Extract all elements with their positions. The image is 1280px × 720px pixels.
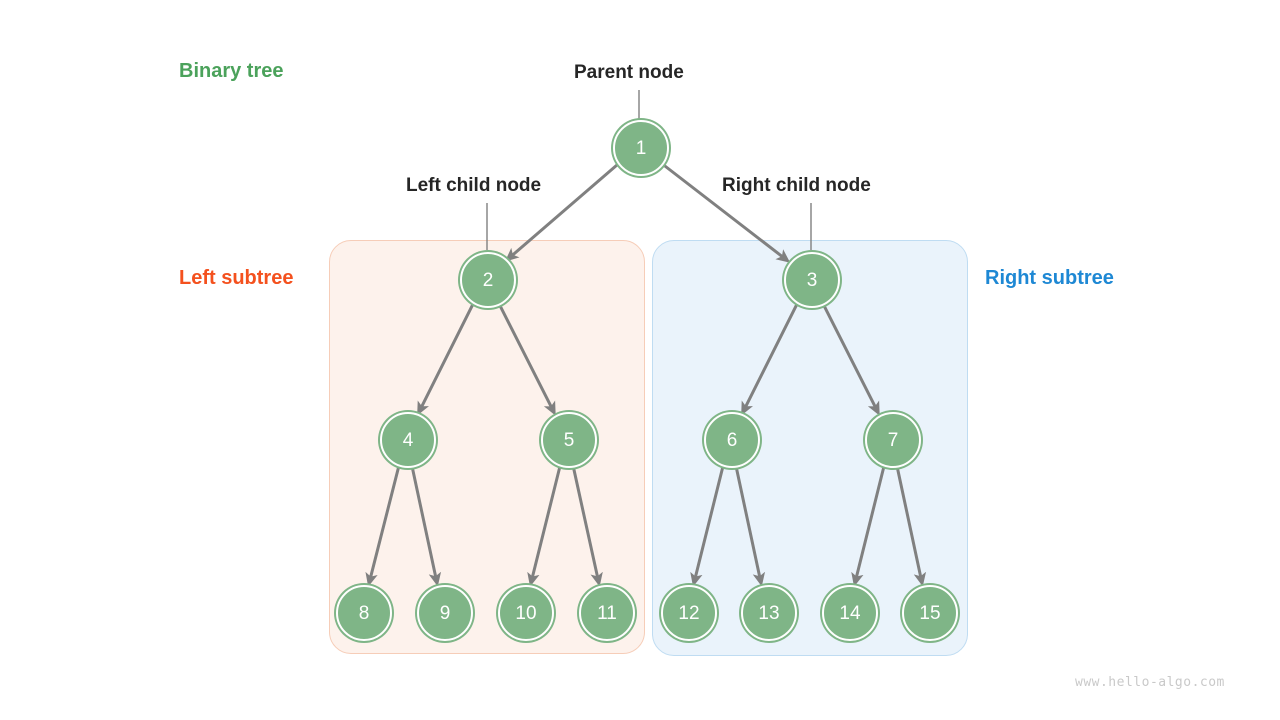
tree-node-14[interactable]: 14 [822,585,878,641]
tree-node-label: 12 [678,602,700,624]
tree-edge [365,462,401,587]
callout-parent-node: Parent node [574,62,684,83]
tree-node-label: 7 [887,429,899,451]
watermark: www.hello-algo.com [1075,675,1225,690]
tree-edge [851,462,886,587]
tree-edge [496,300,556,416]
tree-node-label: 11 [597,602,617,624]
tree-node-8[interactable]: 8 [336,585,392,641]
tree-node-12[interactable]: 12 [661,585,717,641]
tree-node-13[interactable]: 13 [741,585,797,641]
tree-edge [504,162,621,262]
callout-right-child-node: Right child node [722,175,871,196]
tree-edge [410,462,442,587]
tree-node-label: 3 [806,269,818,291]
tree-edge [741,300,800,416]
tree-node-label: 13 [758,602,780,624]
tree-edge [895,462,927,587]
tree-node-3[interactable]: 3 [784,252,840,308]
tree-node-10[interactable]: 10 [498,585,554,641]
tree-node-6[interactable]: 6 [704,412,760,468]
tree-node-label: 6 [726,429,738,451]
tree-edge [820,300,880,416]
tree-edge [527,462,562,587]
tree-node-11[interactable]: 11 [579,585,635,641]
callout-left-child-node: Left child node [406,175,542,196]
tree-edge [571,462,603,587]
tree-edge [734,462,766,587]
tree-node-4[interactable]: 4 [380,412,436,468]
tree-node-1[interactable]: 1 [613,120,669,176]
tree-node-label: 4 [402,429,414,451]
tree-node-5[interactable]: 5 [541,412,597,468]
tree-node-label: 1 [635,137,647,159]
tree-edge [417,300,476,416]
tree-node-label: 2 [482,269,494,291]
tree-node-label: 9 [439,602,451,624]
page-title: Binary tree [179,60,284,82]
tree-node-7[interactable]: 7 [865,412,921,468]
tree-node-label: 14 [839,602,861,624]
tree-node-2[interactable]: 2 [460,252,516,308]
tree-node-label: 8 [358,602,370,624]
callout-leader-lines [486,90,812,250]
tree-edge [658,161,791,263]
tree-node-label: 15 [919,602,941,624]
tree-edge [690,462,725,587]
callout-right-subtree: Right subtree [985,267,1114,289]
tree-node-15[interactable]: 15 [902,585,958,641]
tree-edges [365,161,927,587]
tree-node-label: 5 [563,429,575,451]
callout-left-subtree: Left subtree [179,267,294,289]
tree-node-label: 10 [515,602,537,624]
tree-node-9[interactable]: 9 [417,585,473,641]
